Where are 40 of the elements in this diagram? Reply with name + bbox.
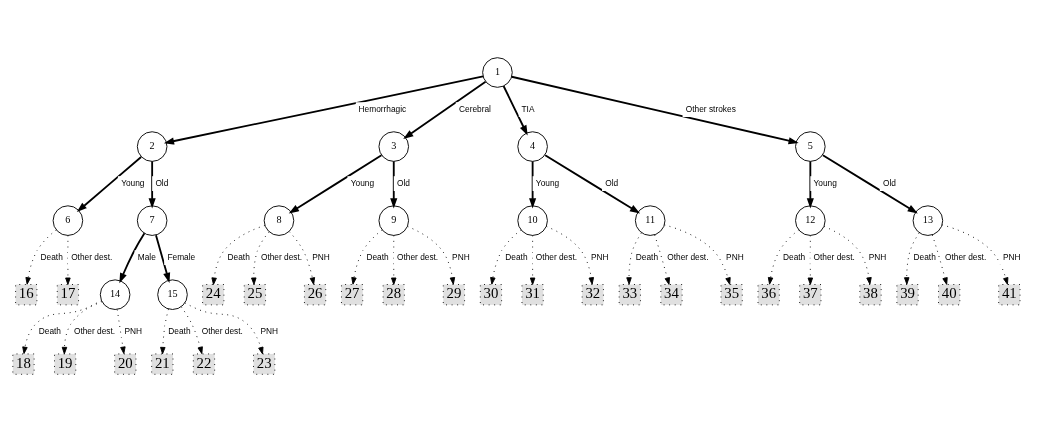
edge-label: Male	[137, 251, 156, 262]
edge-label: Other dest.	[667, 251, 709, 262]
edge-label: Old	[605, 177, 619, 188]
edge-label: Death	[168, 325, 191, 336]
edge-label: PNH	[312, 251, 330, 262]
edge-label: Death	[783, 251, 806, 262]
edge-label: Death	[38, 325, 61, 336]
edge-label: TIA	[521, 103, 535, 114]
edge-label: Other dest.	[945, 251, 987, 262]
edge-label: PNH	[868, 251, 887, 262]
edge-label: Other dest.	[201, 325, 243, 336]
edge-label: PNH	[452, 251, 470, 262]
edge-label: Hemorrhagic	[358, 103, 407, 114]
edge-label: Death	[366, 251, 389, 262]
edge-label: Young	[535, 177, 560, 188]
edge-label: Female	[167, 251, 196, 262]
edge-label: Death	[227, 251, 250, 262]
edge-label: Death	[635, 251, 659, 262]
edge-label: PNH	[260, 325, 279, 336]
edge-label: Young	[121, 177, 145, 188]
edge-label: Old	[155, 177, 169, 188]
edge-label: Death	[913, 251, 936, 262]
edge-label: Other dest.	[71, 251, 113, 262]
edge-label: Young	[350, 177, 375, 188]
edge-label: PNH	[124, 325, 142, 336]
edge-label: Death	[505, 251, 528, 262]
edge-label: Other strokes	[685, 103, 736, 114]
edge-label: Other dest.	[813, 251, 855, 262]
edge-label: Death	[40, 251, 63, 262]
edge-label: Other dest.	[73, 325, 116, 336]
edge-label: PNH	[1002, 251, 1021, 262]
edge-label: PNH	[726, 251, 744, 262]
edge-label: Young	[813, 177, 837, 188]
edge-label: Old	[397, 177, 410, 188]
edge-label: PNH	[590, 251, 609, 262]
edge-label: Cerebral	[459, 103, 491, 114]
edge-label: Other dest.	[535, 251, 578, 262]
edge-label: Other dest.	[397, 251, 439, 262]
edge-label: Old	[883, 177, 896, 188]
edge-label: Other dest.	[260, 251, 303, 262]
